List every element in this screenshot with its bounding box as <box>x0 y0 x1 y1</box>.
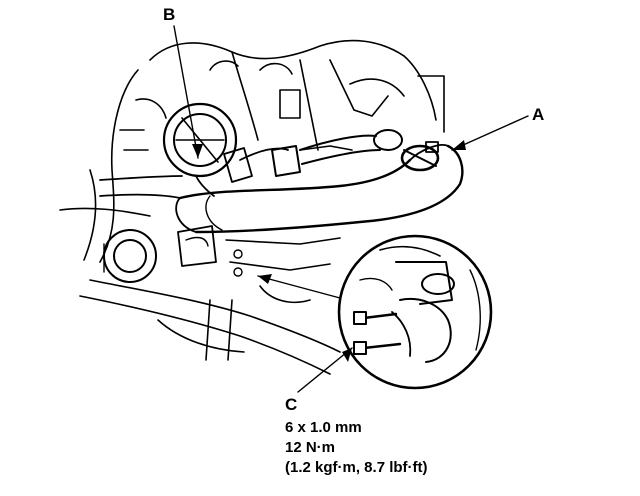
arrowhead-a <box>452 140 466 150</box>
throttle-body <box>162 102 238 178</box>
hose-bracket <box>177 225 243 277</box>
hose-fitting <box>271 129 403 177</box>
arrowhead-detail <box>258 274 272 284</box>
bolt-size-text: 6 x 1.0 mm <box>285 419 362 436</box>
round-component <box>103 229 157 283</box>
bypass-hose-b <box>195 147 289 197</box>
detail-magnifier <box>337 234 493 390</box>
callout-b-label: B <box>163 5 176 24</box>
left-pipe <box>99 175 183 199</box>
arrowhead-c <box>342 348 352 362</box>
leader-lines <box>173 25 529 393</box>
leader-b <box>173 25 199 159</box>
arrowhead-b <box>192 144 203 158</box>
leader-detail <box>257 275 341 299</box>
hose-clamp <box>400 141 440 172</box>
leader-c <box>297 347 353 393</box>
torque-nm-text: 12 N·m <box>285 439 336 456</box>
callout-a-label: A <box>532 105 545 124</box>
arrowheads <box>192 140 466 362</box>
callout-c-label: C <box>285 395 298 414</box>
engine-block <box>59 39 445 375</box>
torque-alt-text: (1.2 kgf·m, 8.7 lbf·ft) <box>285 459 428 476</box>
